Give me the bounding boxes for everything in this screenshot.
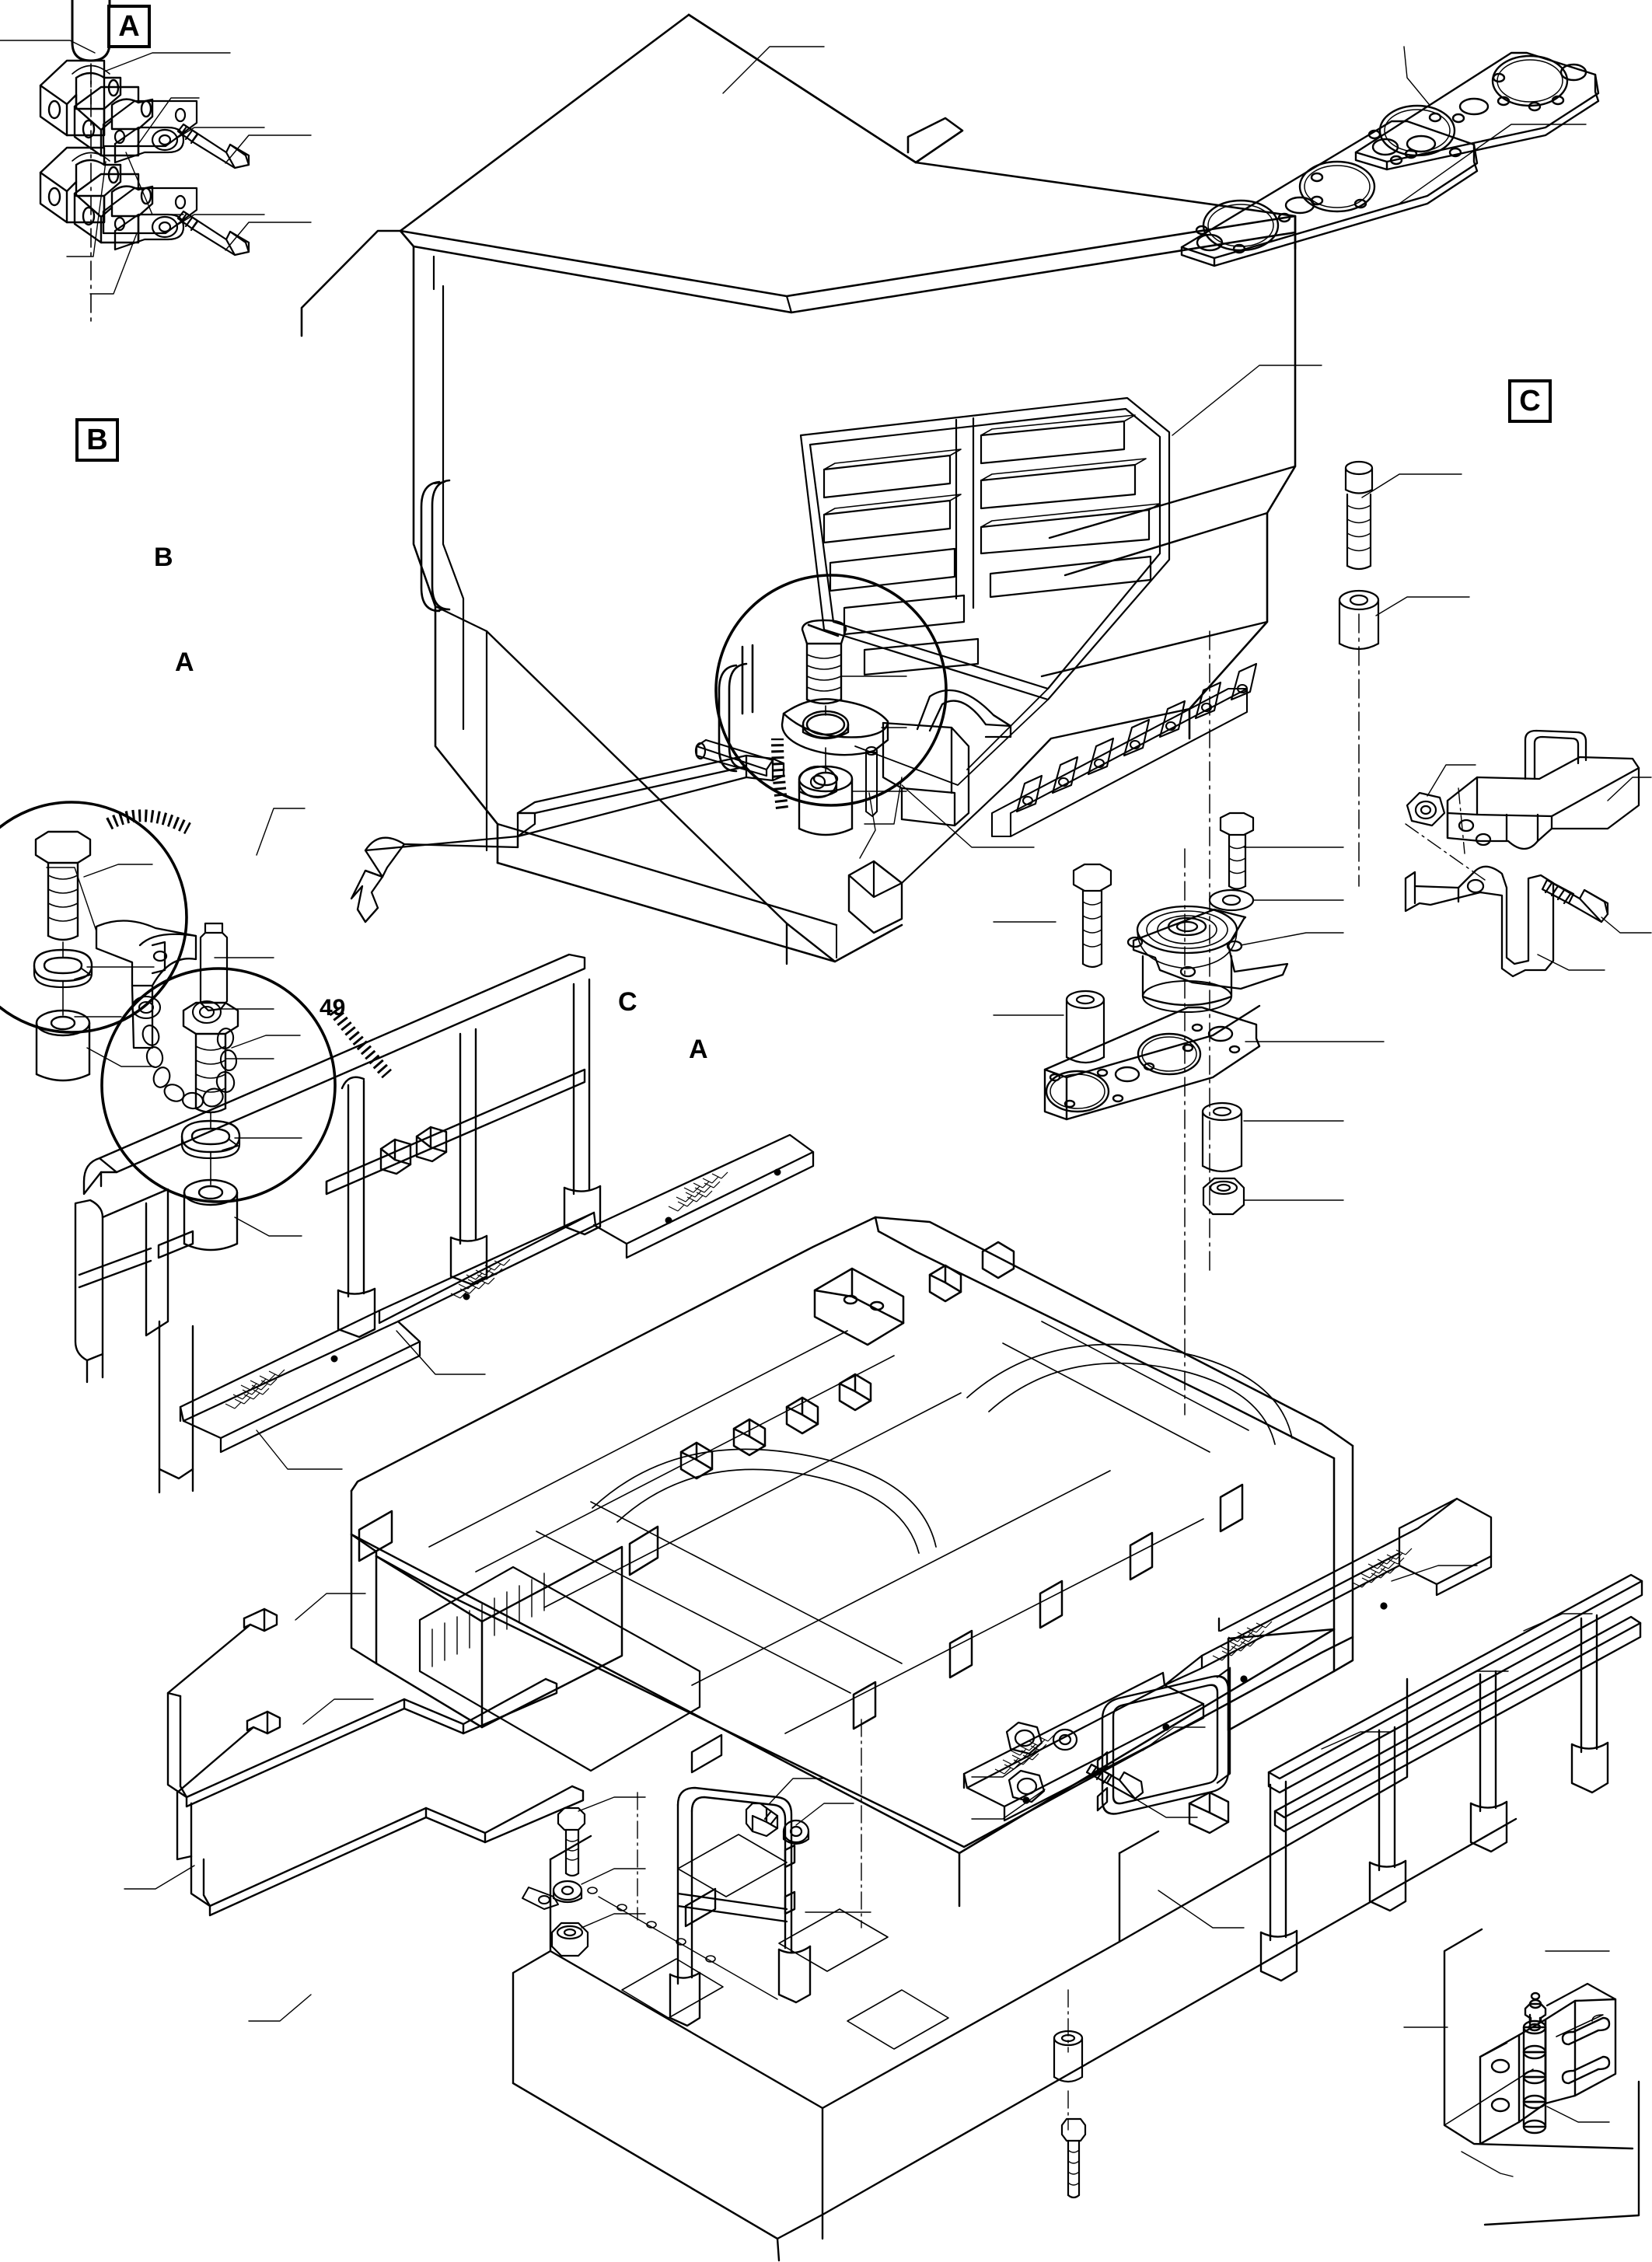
group-door-hinge <box>1403 1928 1640 2226</box>
callout-letter-a-rail: A <box>689 1035 708 1064</box>
callout-letter-b-deck: B <box>154 543 173 572</box>
group-clamp-blocks-a <box>0 0 312 327</box>
detail-circle-left <box>0 801 191 1082</box>
group-ladder-step <box>669 1733 889 2027</box>
group-walkway-right <box>962 1497 1643 1982</box>
detail-box-c: C <box>1508 379 1552 423</box>
group-mounting-plates <box>1180 46 1600 267</box>
group-latch-bracket-c <box>1404 729 1652 978</box>
detail-box-a-label: A <box>118 10 140 43</box>
group-deck-fasteners <box>522 1719 1087 2199</box>
callout-letter-a-deck: A <box>175 648 194 677</box>
detail-box-b-label: B <box>86 424 108 456</box>
group-handrail-left <box>74 953 602 1494</box>
detail-box-a: A <box>107 5 151 48</box>
group-vibration-isolator <box>993 812 1385 1216</box>
detail-circle-bottom-left <box>100 967 392 1251</box>
group-cab-side-fasteners <box>1184 460 1470 1415</box>
callout-letter-c-door: C <box>618 987 637 1017</box>
group-bent-rods <box>124 1593 585 2022</box>
detail-box-c-label: C <box>1519 385 1541 417</box>
group-walkway-left <box>179 1133 815 1470</box>
group-support-arm-b <box>46 689 1012 1110</box>
part-number-49: 49 <box>320 995 346 1021</box>
detail-box-b: B <box>75 418 119 462</box>
group-platform-deck <box>350 1216 1518 2262</box>
detail-circle-right <box>714 574 948 836</box>
group-cab-canopy <box>300 13 1322 965</box>
